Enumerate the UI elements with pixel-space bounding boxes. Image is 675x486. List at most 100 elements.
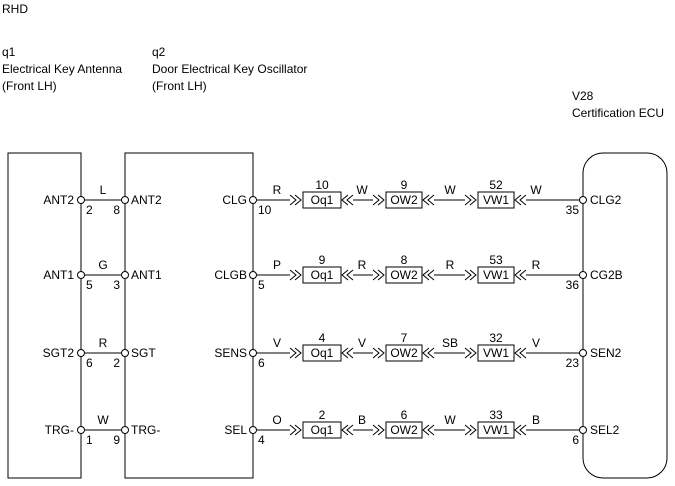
connector-vw1-female-arrow bbox=[514, 269, 527, 281]
connector-vw1-female-arrow bbox=[514, 194, 527, 206]
wire-color-label: R bbox=[532, 258, 541, 272]
wire-color-label: G bbox=[98, 258, 107, 272]
connector-ow2-female-arrow bbox=[422, 347, 435, 359]
q2-pin-number: 3 bbox=[113, 278, 120, 292]
ecu-terminal-name: SEL2 bbox=[590, 423, 620, 437]
q2-pin-number: 10 bbox=[258, 203, 272, 217]
connector-oq1-box bbox=[302, 266, 342, 284]
vw1-male-arrow bbox=[464, 424, 477, 436]
q1-pin bbox=[77, 196, 85, 204]
ecu-pin bbox=[579, 196, 587, 204]
wire-color-label: V bbox=[532, 336, 540, 350]
connector-vw1-female-arrow bbox=[514, 347, 527, 359]
q2-terminal-name: ANT1 bbox=[131, 268, 162, 282]
ecu-pin-number: 36 bbox=[566, 278, 580, 292]
wire-color-label: V bbox=[273, 336, 281, 350]
connector-oq1-box bbox=[302, 191, 342, 209]
q2-pin bbox=[249, 271, 257, 279]
wire-color-label: R bbox=[99, 336, 108, 350]
connector-oq1-label: Oq1 bbox=[311, 346, 334, 360]
q2-pin-number: 5 bbox=[258, 278, 265, 292]
wire-color-label: R bbox=[358, 258, 367, 272]
connector-ow2-label: OW2 bbox=[390, 423, 418, 437]
connector-vw1-box bbox=[477, 266, 515, 284]
wire-color-label: R bbox=[446, 258, 455, 272]
connector-ow2-female-arrow bbox=[422, 424, 435, 436]
connector-ow2-female-arrow bbox=[422, 269, 435, 281]
oq1-male-arrow bbox=[289, 194, 302, 206]
vw1-male-arrow bbox=[464, 347, 477, 359]
q2-pin bbox=[121, 196, 129, 204]
q2-oscillator-body bbox=[124, 152, 254, 479]
ecu-pin bbox=[579, 426, 587, 434]
ecu-pin-number: 35 bbox=[566, 203, 580, 217]
connector-oq1-female-arrow bbox=[341, 424, 354, 436]
q1-name: Electrical Key Antenna bbox=[2, 62, 122, 76]
ecu-pin bbox=[579, 349, 587, 357]
q2-pin-number: 4 bbox=[258, 433, 265, 447]
ecu-terminal-name: CLG2 bbox=[590, 193, 622, 207]
connector-ow2-box bbox=[385, 344, 423, 362]
ecu-pin bbox=[579, 271, 587, 279]
q2-pin-number: 6 bbox=[258, 356, 265, 370]
q2-pin bbox=[121, 426, 129, 434]
q1-pin-number: 6 bbox=[86, 356, 93, 370]
connector-vw1-label: VW1 bbox=[483, 346, 509, 360]
q1-pin bbox=[77, 271, 85, 279]
v28-ecu-body bbox=[582, 152, 668, 479]
q2-pin-number: 9 bbox=[113, 433, 120, 447]
q2-terminal-name: CLG bbox=[222, 193, 247, 207]
variant-label: RHD bbox=[2, 2, 28, 16]
connector-vw1-box bbox=[477, 344, 515, 362]
wire-color-label: W bbox=[444, 183, 456, 197]
ow2-male-arrow bbox=[372, 347, 385, 359]
connector-pin-number: 7 bbox=[401, 331, 408, 345]
q2-terminal-name: SENS bbox=[214, 346, 247, 360]
q1-terminal-name: TRG- bbox=[45, 423, 74, 437]
q2-terminal-name: SEL bbox=[224, 423, 247, 437]
q2-position: (Front LH) bbox=[152, 79, 207, 93]
q2-pin bbox=[249, 426, 257, 434]
q2-name: Door Electrical Key Oscillator bbox=[152, 62, 307, 76]
connector-ow2-box bbox=[385, 266, 423, 284]
q2-terminal-name: ANT2 bbox=[131, 193, 162, 207]
q2-pin-number: 2 bbox=[113, 356, 120, 370]
connector-pin-number: 9 bbox=[319, 253, 326, 267]
wire-color-label: B bbox=[358, 413, 366, 427]
ow2-male-arrow bbox=[372, 269, 385, 281]
q2-pin bbox=[249, 196, 257, 204]
connector-pin-number: 53 bbox=[489, 253, 503, 267]
v28-id: V28 bbox=[572, 89, 594, 103]
q1-antenna-body bbox=[7, 152, 82, 479]
ow2-male-arrow bbox=[372, 194, 385, 206]
connector-vw1-box bbox=[477, 421, 515, 439]
connector-pin-number: 33 bbox=[489, 408, 503, 422]
q2-terminal-name: CLGB bbox=[214, 268, 247, 282]
ow2-male-arrow bbox=[372, 424, 385, 436]
connector-oq1-female-arrow bbox=[341, 347, 354, 359]
v28-name: Certification ECU bbox=[572, 106, 664, 120]
q1-pin-number: 2 bbox=[86, 203, 93, 217]
oq1-male-arrow bbox=[289, 269, 302, 281]
connector-oq1-label: Oq1 bbox=[311, 193, 334, 207]
connector-pin-number: 52 bbox=[489, 178, 503, 192]
q1-terminal-name: ANT2 bbox=[43, 193, 74, 207]
connector-oq1-female-arrow bbox=[341, 269, 354, 281]
wire-color-label: R bbox=[273, 183, 282, 197]
q1-pin bbox=[77, 349, 85, 357]
q2-pin bbox=[121, 349, 129, 357]
q1-pin-number: 1 bbox=[86, 433, 93, 447]
wire-color-label: V bbox=[358, 336, 366, 350]
q1-pin-number: 5 bbox=[86, 278, 93, 292]
connector-oq1-label: Oq1 bbox=[311, 268, 334, 282]
connector-pin-number: 6 bbox=[401, 408, 408, 422]
circuit-rows: ANT22L8ANT2ANT15G3ANT1SGT26R2SGTTRG-1W9T… bbox=[43, 178, 623, 447]
wire-color-label: P bbox=[273, 258, 281, 272]
connector-oq1-label: Oq1 bbox=[311, 423, 334, 437]
wire-color-label: W bbox=[97, 413, 109, 427]
ecu-terminal-name: SEN2 bbox=[590, 346, 622, 360]
connector-pin-number: 32 bbox=[489, 331, 503, 345]
connector-pin-number: 2 bbox=[319, 408, 326, 422]
connector-ow2-label: OW2 bbox=[390, 346, 418, 360]
wire-color-label: W bbox=[530, 183, 542, 197]
